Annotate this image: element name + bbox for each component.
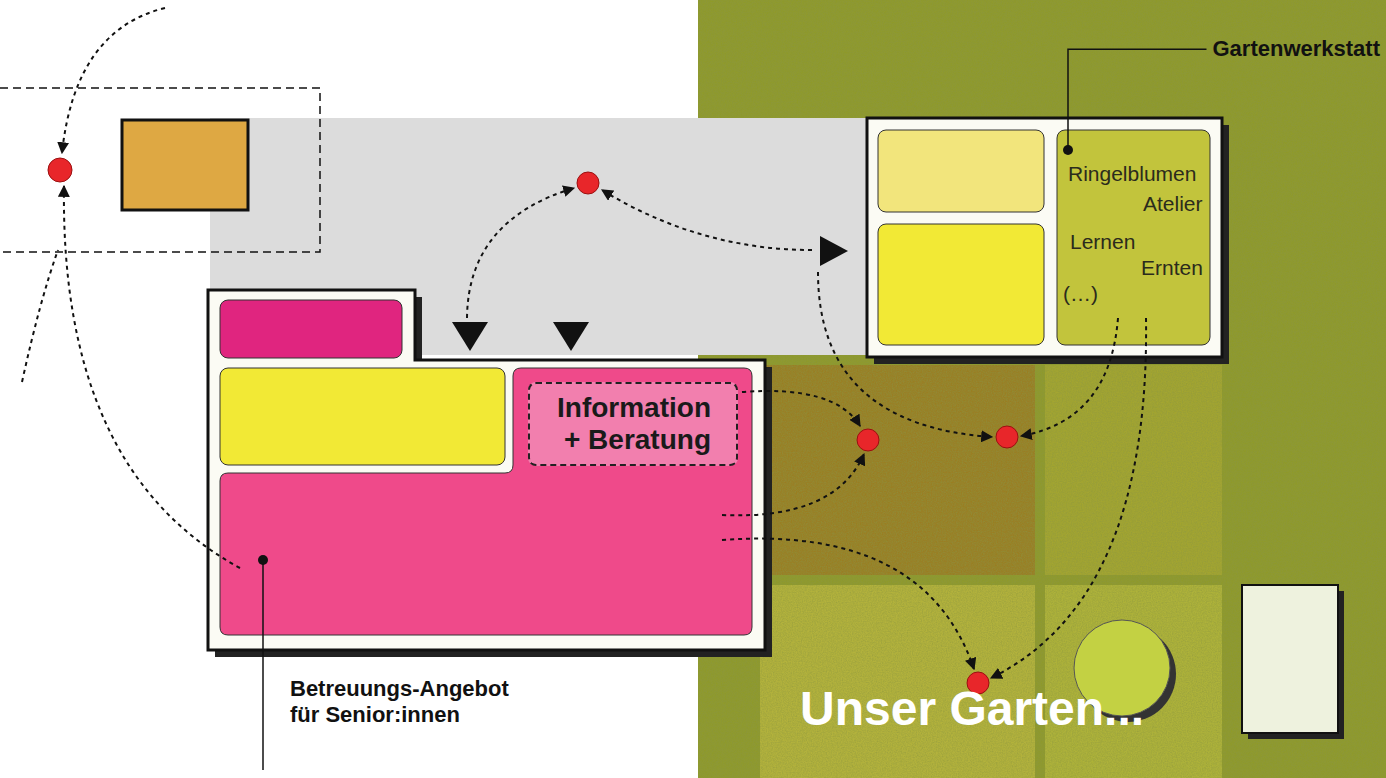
orange-building bbox=[122, 120, 248, 210]
meeting-dot bbox=[857, 429, 879, 451]
callout-label: Gartenwerkstatt bbox=[1212, 36, 1380, 62]
node-text: Ernten bbox=[1141, 256, 1203, 280]
movement-arrow bbox=[818, 272, 992, 437]
movement-arrow bbox=[62, 8, 165, 153]
info-box: Information + Beratung bbox=[528, 382, 738, 466]
movement-arrow bbox=[467, 188, 574, 318]
node-text: Ringelblumen bbox=[1068, 162, 1196, 186]
entrance-triangle bbox=[553, 322, 589, 351]
movement-arrow bbox=[722, 454, 864, 515]
garden-bed bbox=[760, 585, 1035, 778]
movement-line bbox=[22, 250, 58, 382]
workshop-building bbox=[867, 118, 1222, 357]
garden-title: Unser Garten... bbox=[800, 680, 1144, 738]
movement-arrow bbox=[64, 186, 240, 568]
care-area bbox=[220, 368, 752, 635]
node-text: Information + Beratung bbox=[555, 392, 711, 456]
movement-arrow bbox=[1021, 318, 1118, 436]
entrance-triangle bbox=[820, 236, 848, 266]
garden-shed bbox=[1242, 585, 1338, 733]
garden-ground bbox=[698, 0, 1386, 778]
node-text: (…) bbox=[1063, 282, 1098, 306]
movement-arrow bbox=[742, 391, 860, 426]
callout-label: Betreuungs-Angebot für Senior:innen bbox=[290, 676, 511, 729]
room-block bbox=[220, 368, 505, 465]
garden-bed bbox=[1045, 585, 1222, 778]
node-text: Atelier bbox=[1143, 192, 1203, 216]
movement-paths bbox=[22, 8, 1146, 678]
garden-area bbox=[698, 0, 1386, 778]
meeting-dot bbox=[996, 426, 1018, 448]
movement-arrow bbox=[991, 318, 1146, 678]
workshop-activity-box: RingelblumenAtelierLernenErnten (…) bbox=[1057, 130, 1210, 345]
entrance-triangle bbox=[452, 322, 488, 351]
care-building bbox=[208, 290, 765, 650]
room-block bbox=[878, 130, 1044, 212]
room-block bbox=[220, 300, 402, 358]
movement-arrow bbox=[602, 190, 812, 250]
meeting-points bbox=[48, 158, 1018, 694]
workshop-activity-area bbox=[1057, 130, 1210, 345]
movement-arrow bbox=[722, 539, 974, 669]
building-shadow bbox=[215, 297, 772, 657]
leader-line bbox=[262, 560, 264, 770]
dashed-boundary bbox=[0, 88, 320, 252]
meeting-dot bbox=[48, 158, 72, 182]
leader-dot bbox=[1063, 145, 1073, 155]
room-block bbox=[878, 224, 1044, 345]
leader-dot bbox=[258, 555, 268, 565]
node-text: Lernen bbox=[1070, 230, 1135, 254]
garden-bed bbox=[760, 365, 1035, 575]
meeting-dot bbox=[577, 172, 599, 194]
leader-line bbox=[1068, 49, 1206, 150]
